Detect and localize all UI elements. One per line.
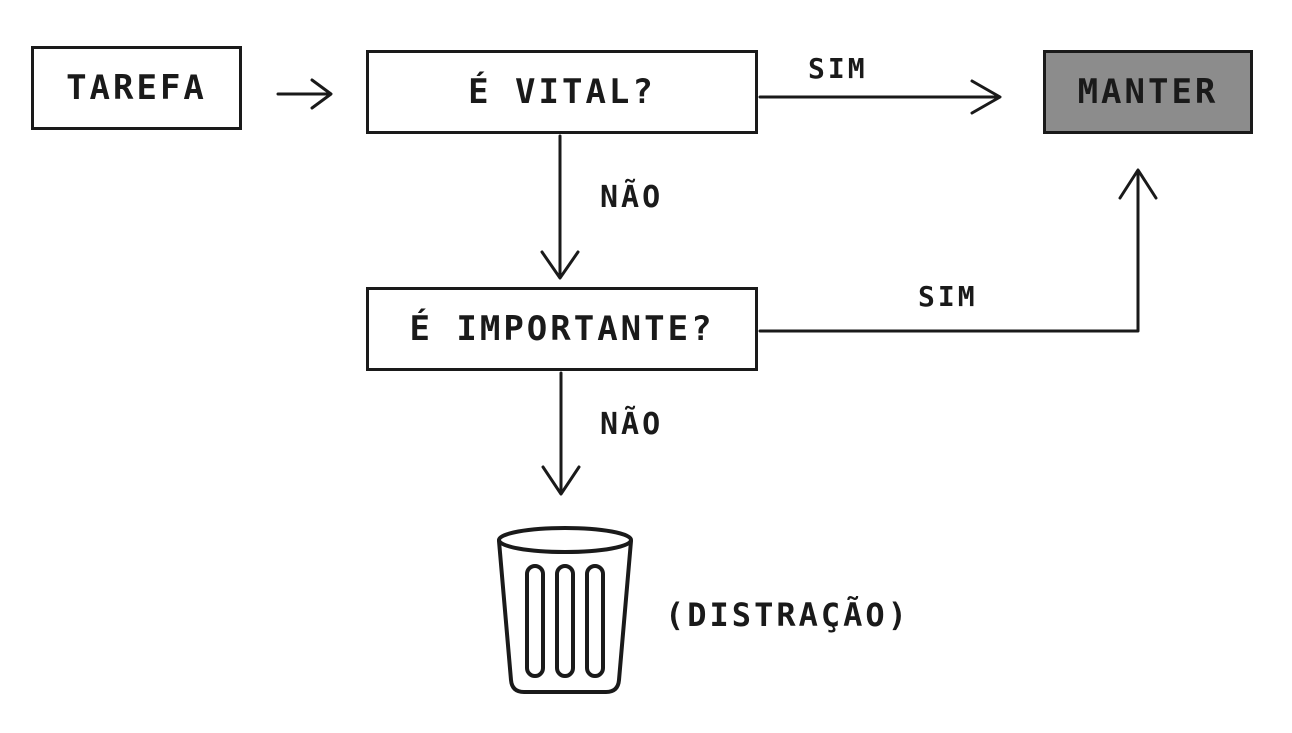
trash-can-icon <box>497 526 633 694</box>
arrow-importante-to-manter <box>758 170 1140 333</box>
node-manter: MANTER <box>1043 50 1253 134</box>
arrowhead-vital-to-manter <box>970 79 1002 115</box>
arrowhead-importante-to-manter <box>1118 168 1158 200</box>
arrowhead-vital-to-importante <box>540 250 580 280</box>
edge-label-vital-yes: SIM <box>808 52 868 85</box>
node-importante-question: É IMPORTANTE? <box>366 287 758 371</box>
arrowhead-tarefa-to-vital <box>310 78 333 110</box>
edge-label-importante-no: NÃO <box>600 407 664 442</box>
node-vital-question: É VITAL? <box>366 50 758 134</box>
edge-label-importante-yes: SIM <box>918 280 978 313</box>
edge-label-vital-no: NÃO <box>600 180 664 215</box>
node-tarefa: TAREFA <box>31 46 242 130</box>
arrowhead-importante-to-trash <box>541 465 581 496</box>
node-distracao-label: (DISTRAÇÃO) <box>665 596 910 634</box>
